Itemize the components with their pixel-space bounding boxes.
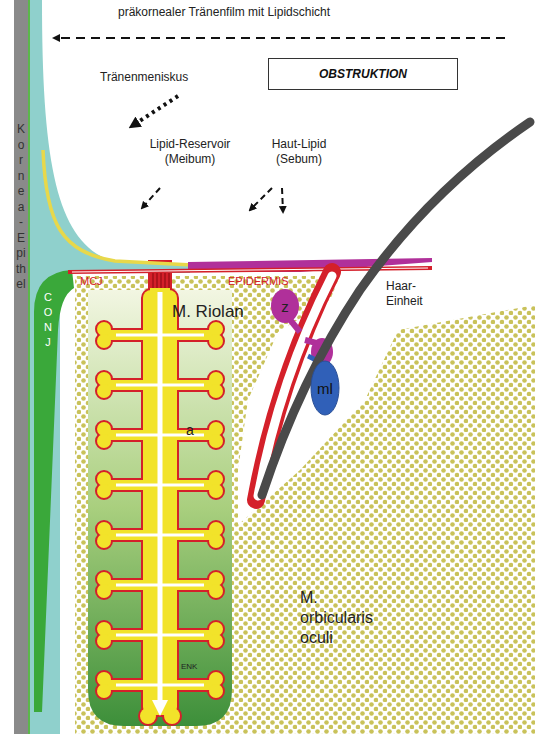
dashed-arrow <box>250 188 272 210</box>
node-shape <box>271 289 299 323</box>
part-label: M. orbicularis oculi <box>300 588 395 648</box>
gland-outline <box>97 262 223 724</box>
part-label: CONJ <box>43 290 53 350</box>
node-text: ml <box>310 360 340 416</box>
dashed-arrow <box>54 37 505 39</box>
hair-shaft <box>262 122 530 495</box>
dashed-arrow <box>142 188 160 208</box>
cornea-epithelium <box>14 0 28 734</box>
conjunctiva <box>34 270 74 712</box>
dotted-arrow <box>132 96 178 126</box>
gland-duct <box>116 292 204 716</box>
lipid-layer <box>43 150 192 265</box>
sebaceous-gland: z <box>270 288 300 324</box>
part-label: Lipid-Reservoir (Meibum) <box>140 137 240 167</box>
node-text: z <box>270 288 300 324</box>
tear-film <box>28 0 190 734</box>
part-label: Haar-Einheit <box>386 279 434 309</box>
dashed-arrow <box>282 188 283 212</box>
part-label: Kornea-Epithel <box>16 122 26 293</box>
corneal-surface <box>28 0 30 734</box>
callout-letter: a <box>186 422 206 440</box>
process-box: OBSTRUKTION <box>268 58 458 90</box>
node-shape <box>269 59 458 90</box>
part-label: MCJ <box>80 275 120 289</box>
meibomian-gland <box>88 290 232 726</box>
part-label: EPIDERMIS <box>228 275 318 289</box>
part-label: Tränenmeniskus <box>100 70 210 85</box>
node-text: OBSTRUKTION <box>268 58 458 90</box>
caption-label: präkornealer Tränenfilm mit Lipidschicht <box>118 5 398 20</box>
part-label: Haut-Lipid (Sebum) <box>262 137 336 167</box>
node-shape <box>311 361 339 415</box>
part-label: M. Riolan <box>172 301 282 322</box>
gland-acini <box>97 262 223 724</box>
callout-label: ENK <box>181 662 211 672</box>
moll-gland: ml <box>310 360 340 416</box>
